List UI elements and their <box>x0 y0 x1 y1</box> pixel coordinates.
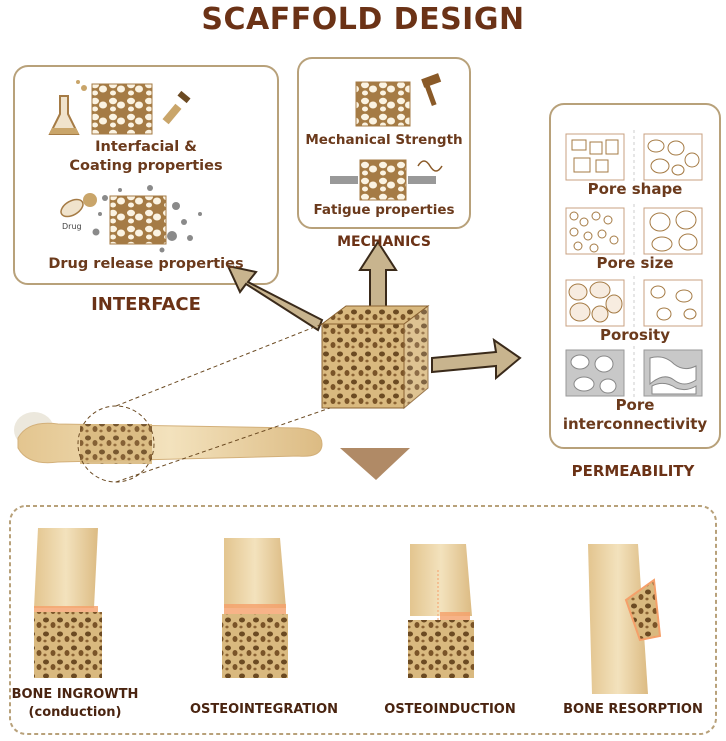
drug-tag: Drug <box>62 222 82 231</box>
interface-box <box>13 65 279 285</box>
arrow-to-interface <box>226 264 324 332</box>
interface-section-label: INTERFACE <box>91 294 201 315</box>
bone-resorption-label: BONE RESORPTION <box>563 702 703 717</box>
osteoinduction-illustration <box>408 544 474 678</box>
femur-bone <box>14 405 323 483</box>
page-title: SCAFFOLD DESIGN <box>201 2 525 37</box>
porosity-label: Porosity <box>599 326 671 344</box>
osteointegration-illustration <box>222 538 288 678</box>
zoom-lines <box>115 323 331 483</box>
permeability-section-label: PERMEABILITY <box>571 462 695 480</box>
coating-label-line2: Coating properties <box>69 158 223 174</box>
drug-release-label: Drug release properties <box>48 256 244 272</box>
coating-sample-icon <box>91 83 153 135</box>
fatigue-properties-label: Fatigue properties <box>313 202 455 218</box>
flask-icon <box>48 80 87 135</box>
pore-size-label: Pore size <box>596 254 674 272</box>
interconnectivity-samples <box>565 349 703 397</box>
mechanics-section-label: MECHANICS <box>337 234 431 250</box>
capsule-icon <box>60 193 97 218</box>
interconnectivity-label: Pore interconnectivity <box>550 396 720 434</box>
scaffold-cube <box>320 305 430 410</box>
strength-sample-icon <box>355 81 411 127</box>
mechanics-box <box>297 57 471 229</box>
pore-size-samples <box>565 207 703 255</box>
paintbrush-icon <box>162 90 191 125</box>
fatigue-clamp-left <box>330 176 358 184</box>
hammer-icon <box>421 73 442 107</box>
coating-label-line1: Interfacial & <box>95 139 197 155</box>
ingrowth-line2: (conduction) <box>28 705 122 720</box>
bone-ingrowth-illustration <box>34 528 102 678</box>
drug-sample-icon <box>109 195 167 245</box>
interconnect-line1: Pore <box>615 396 655 414</box>
pore-shape-samples <box>565 133 703 181</box>
ingrowth-line1: BONE INGROWTH <box>11 687 139 702</box>
arrow-to-permeability <box>431 337 522 381</box>
drug-particles <box>92 185 202 253</box>
osteoinduction-label: OSTEOINDUCTION <box>384 702 516 717</box>
fatigue-clamp-right <box>408 176 436 184</box>
arrow-to-mechanics <box>358 240 398 313</box>
down-triangle <box>340 448 410 480</box>
wave-icon <box>417 160 443 172</box>
interconnect-line2: interconnectivity <box>562 415 708 433</box>
outcomes-box <box>9 505 717 735</box>
coating-properties-label: Interfacial & Coating properties <box>20 138 272 176</box>
bone-resorption-illustration <box>588 544 662 694</box>
fatigue-sample-icon <box>359 159 407 201</box>
porosity-samples <box>565 279 703 327</box>
pore-shape-label: Pore shape <box>587 180 683 198</box>
mechanical-strength-label: Mechanical Strength <box>305 132 463 148</box>
bone-ingrowth-label: BONE INGROWTH (conduction) <box>10 686 140 722</box>
osteointegration-label: OSTEOINTEGRATION <box>189 702 339 717</box>
